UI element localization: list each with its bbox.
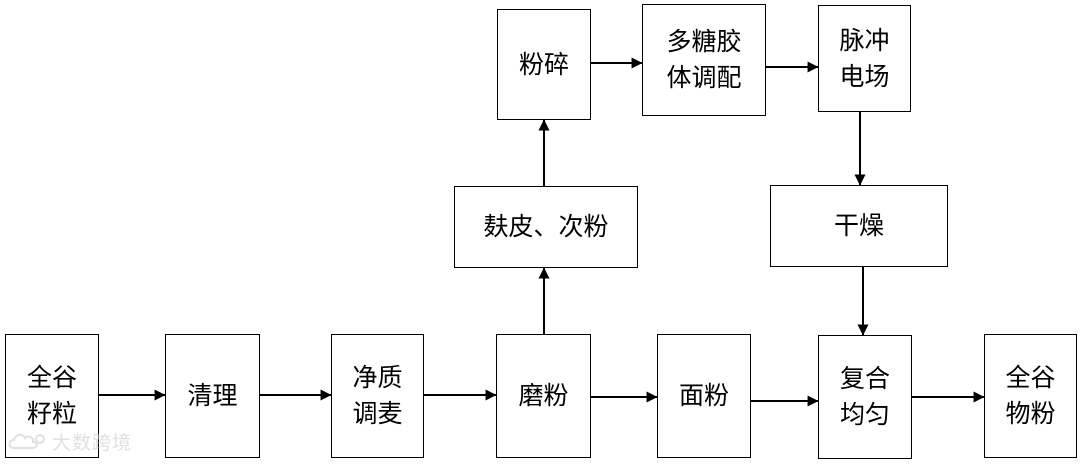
node-flour: 面粉	[657, 334, 751, 458]
node-clean: 清理	[165, 334, 260, 458]
cloud-logo-icon	[8, 433, 45, 449]
node-dry: 干燥	[770, 185, 948, 267]
node-colloid: 多糖胶 体调配	[642, 4, 766, 116]
watermark: 大数跨境	[6, 428, 132, 455]
node-product: 全谷 物粉	[984, 334, 1077, 458]
node-temper: 净质 调麦	[331, 334, 424, 458]
node-mix: 复合 均匀	[818, 335, 912, 459]
node-grain: 全谷 籽粒	[5, 334, 99, 458]
watermark-text: 大数跨境	[52, 432, 133, 454]
node-bran: 麸皮、次粉	[454, 186, 638, 268]
node-mill: 磨粉	[496, 334, 591, 458]
node-crush: 粉碎	[497, 9, 591, 120]
node-pef: 脉冲 电场	[818, 5, 911, 112]
